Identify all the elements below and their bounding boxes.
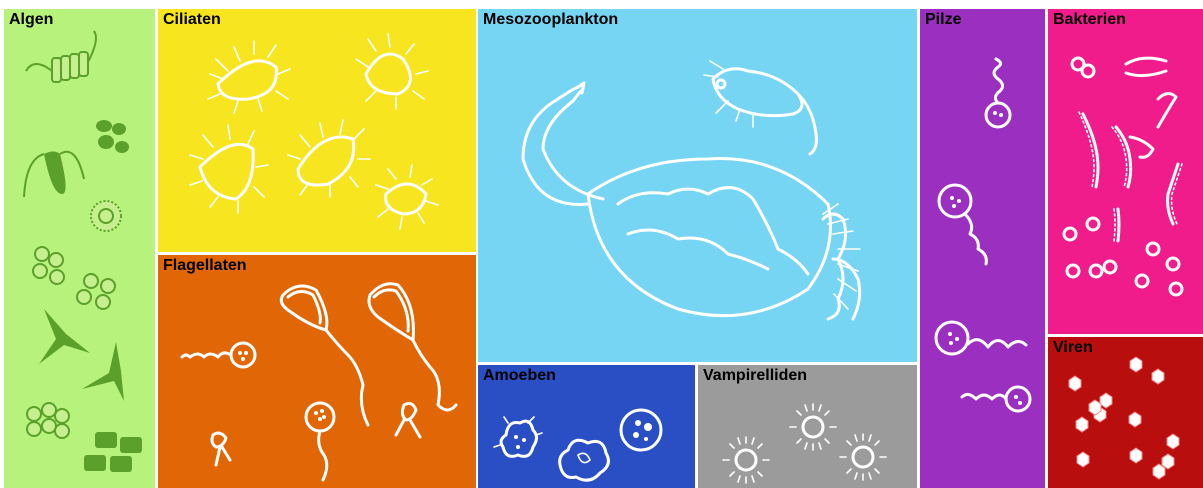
ciliate-cells-icon	[158, 9, 476, 252]
tile-bakterien: Bakterien	[1048, 9, 1203, 334]
tile-viren: Viren	[1048, 337, 1203, 488]
tile-pilze: Pilze	[920, 9, 1045, 488]
chytrid-fungi-icon	[920, 9, 1045, 488]
tile-ciliaten: Ciliaten	[158, 9, 476, 252]
amoeba-icon	[478, 365, 695, 488]
flagellate-cells-icon	[158, 255, 476, 488]
tile-algen: Algen	[4, 9, 155, 488]
tile-amoeben: Amoeben	[478, 365, 695, 488]
virus-particles-icon	[1048, 337, 1203, 488]
tile-flagellaten: Flagellaten	[158, 255, 476, 488]
bacteria-icon	[1048, 9, 1203, 334]
vampyrellid-icon	[698, 365, 917, 488]
copepod-icon	[478, 9, 917, 362]
algae-cells-icon	[4, 9, 155, 488]
tile-mesozooplankton: Mesozooplankton	[478, 9, 917, 362]
tile-vampirelliden: Vampirelliden	[698, 365, 917, 488]
